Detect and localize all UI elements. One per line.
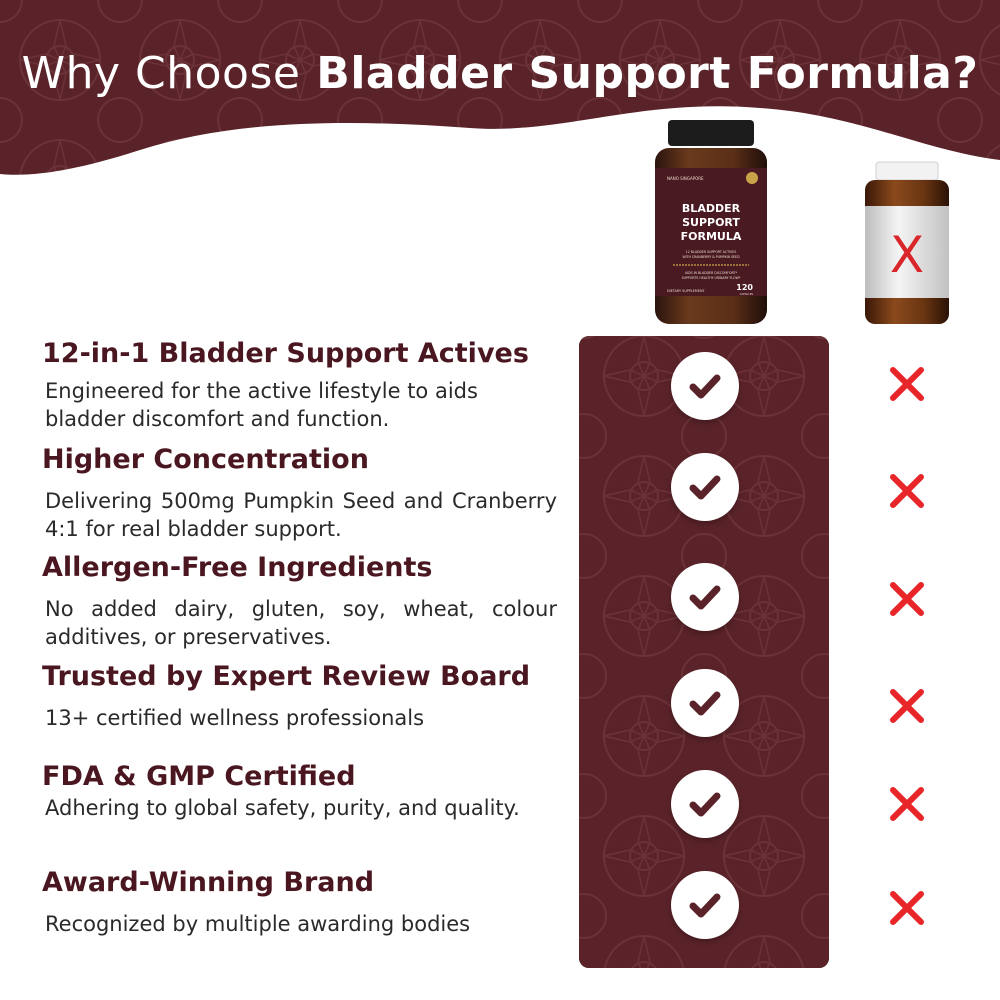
check-icon bbox=[671, 871, 739, 939]
feature-description: Adhering to global safety, purity, and q… bbox=[45, 796, 520, 820]
generic-mark: X bbox=[890, 226, 924, 284]
product-bottle: NANO SINGAPORE BLADDER SUPPORT FORMULA 1… bbox=[655, 120, 767, 324]
cross-icon bbox=[890, 582, 924, 616]
product-name-line2: SUPPORT bbox=[682, 216, 740, 229]
check-icon bbox=[671, 669, 739, 737]
header-background bbox=[0, 0, 1000, 175]
check-icon bbox=[671, 453, 739, 521]
feature-description: 13+ certified wellness professionals bbox=[45, 706, 425, 730]
feature-title: Award-Winning Brand bbox=[42, 867, 375, 898]
check-icon bbox=[671, 352, 739, 420]
cross-icon bbox=[890, 787, 924, 821]
cross-icon bbox=[890, 367, 924, 401]
feature-4: Trusted by Expert Review Board 13+ certi… bbox=[42, 660, 557, 732]
feature-title: 12-in-1 Bladder Support Actives bbox=[42, 338, 529, 369]
product-name-line3: FORMULA bbox=[681, 230, 742, 243]
title-regular: Why Choose bbox=[21, 48, 301, 99]
check-icon bbox=[671, 563, 739, 631]
feature-5: FDA & GMP Certified Adhering to global s… bbox=[42, 760, 557, 822]
product-brand: NANO SINGAPORE bbox=[667, 176, 704, 181]
feature-title: Trusted by Expert Review Board bbox=[42, 661, 531, 692]
feature-description: No added dairy, gluten, soy, wheat, colo… bbox=[45, 597, 557, 649]
product-tagline-line1: 12 BLADDER SUPPORT ACTIVES bbox=[686, 250, 737, 254]
feature-1: 12-in-1 Bladder Support Actives Engineer… bbox=[42, 337, 557, 433]
check-icon bbox=[671, 770, 739, 838]
feature-description: Recognized by multiple awarding bodies bbox=[45, 912, 471, 936]
product-tagline-line2: WITH CRANBERRY & PUMPKIN SEED bbox=[682, 255, 740, 259]
feature-2: Higher Concentration Delivering 500mg Pu… bbox=[42, 443, 557, 543]
feature-title: Higher Concentration bbox=[42, 444, 369, 475]
product-count: 120 bbox=[736, 283, 753, 292]
product-count-unit: CAPSULES bbox=[740, 292, 754, 296]
product-column bbox=[579, 336, 829, 968]
product-claim-line2: SUPPORTS HEALTHY URINARY FLOW* bbox=[682, 276, 741, 280]
product-label: DIETARY SUPPLEMENT bbox=[667, 289, 706, 293]
feature-6: Award-Winning Brand Recognized by multip… bbox=[42, 866, 557, 938]
page-title: Why Choose Bladder Support Formula? bbox=[0, 44, 1000, 104]
feature-title: Allergen-Free Ingredients bbox=[42, 552, 433, 583]
generic-bottle: X bbox=[865, 161, 949, 324]
product-name-line1: BLADDER bbox=[682, 202, 741, 215]
column-pattern bbox=[579, 336, 829, 968]
feature-3: Allergen-Free Ingredients No added dairy… bbox=[42, 551, 557, 651]
feature-description: Delivering 500mg Pumpkin Seed and Cranbe… bbox=[45, 489, 557, 541]
cross-icon bbox=[890, 891, 924, 925]
title-bold: Bladder Support Formula? bbox=[316, 48, 979, 99]
product-claim-line1: AIDS IN BLADDER DISCOMFORT* bbox=[685, 271, 737, 275]
cross-icon bbox=[890, 689, 924, 723]
feature-title: FDA & GMP Certified bbox=[42, 761, 356, 792]
feature-description: Engineered for the active lifestyle to a… bbox=[45, 379, 478, 431]
cross-icon bbox=[890, 474, 924, 508]
